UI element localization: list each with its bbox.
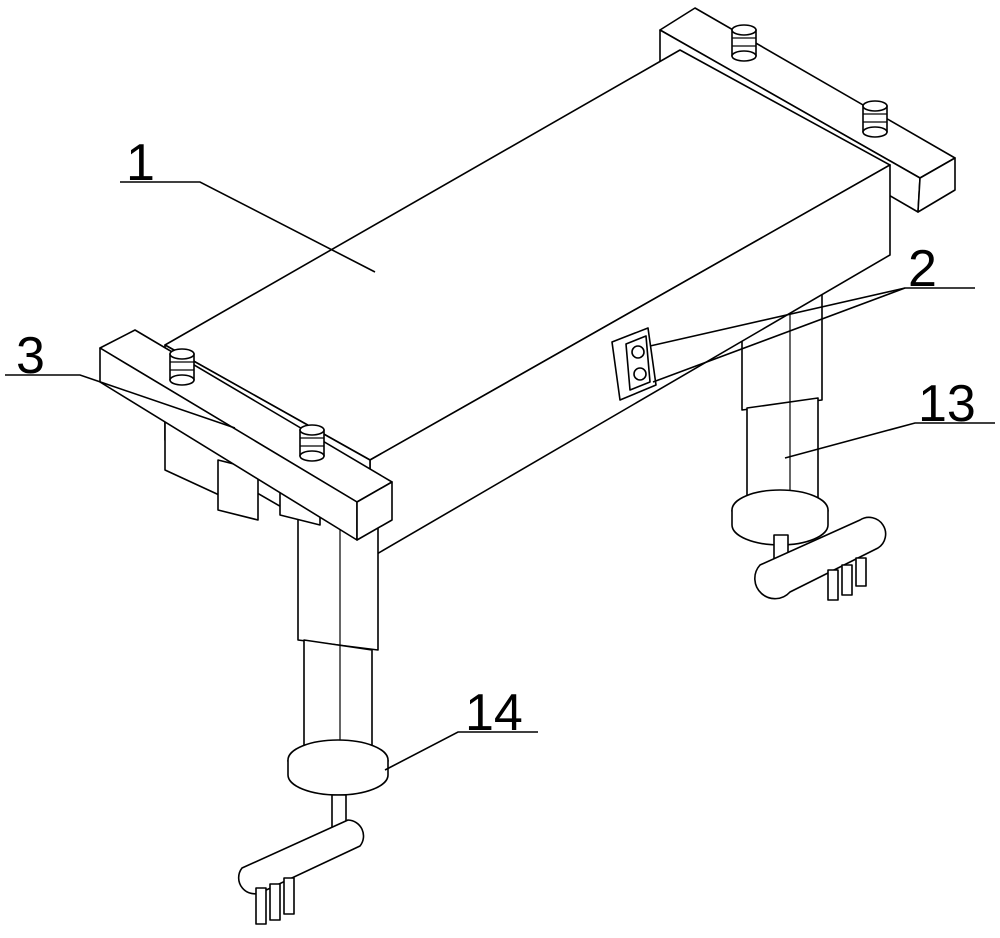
label-3: 3 [16, 327, 45, 385]
label-14: 14 [465, 684, 523, 742]
label-2: 2 [908, 240, 937, 298]
label-1: 1 [126, 134, 155, 192]
label-13: 13 [918, 375, 976, 433]
rear-leg [732, 290, 886, 600]
rear-bolt-right [863, 101, 887, 137]
rear-bolt-left [732, 25, 756, 61]
front-leg [239, 510, 388, 924]
front-bolt-right [300, 425, 324, 461]
front-bolt-left [170, 349, 194, 385]
